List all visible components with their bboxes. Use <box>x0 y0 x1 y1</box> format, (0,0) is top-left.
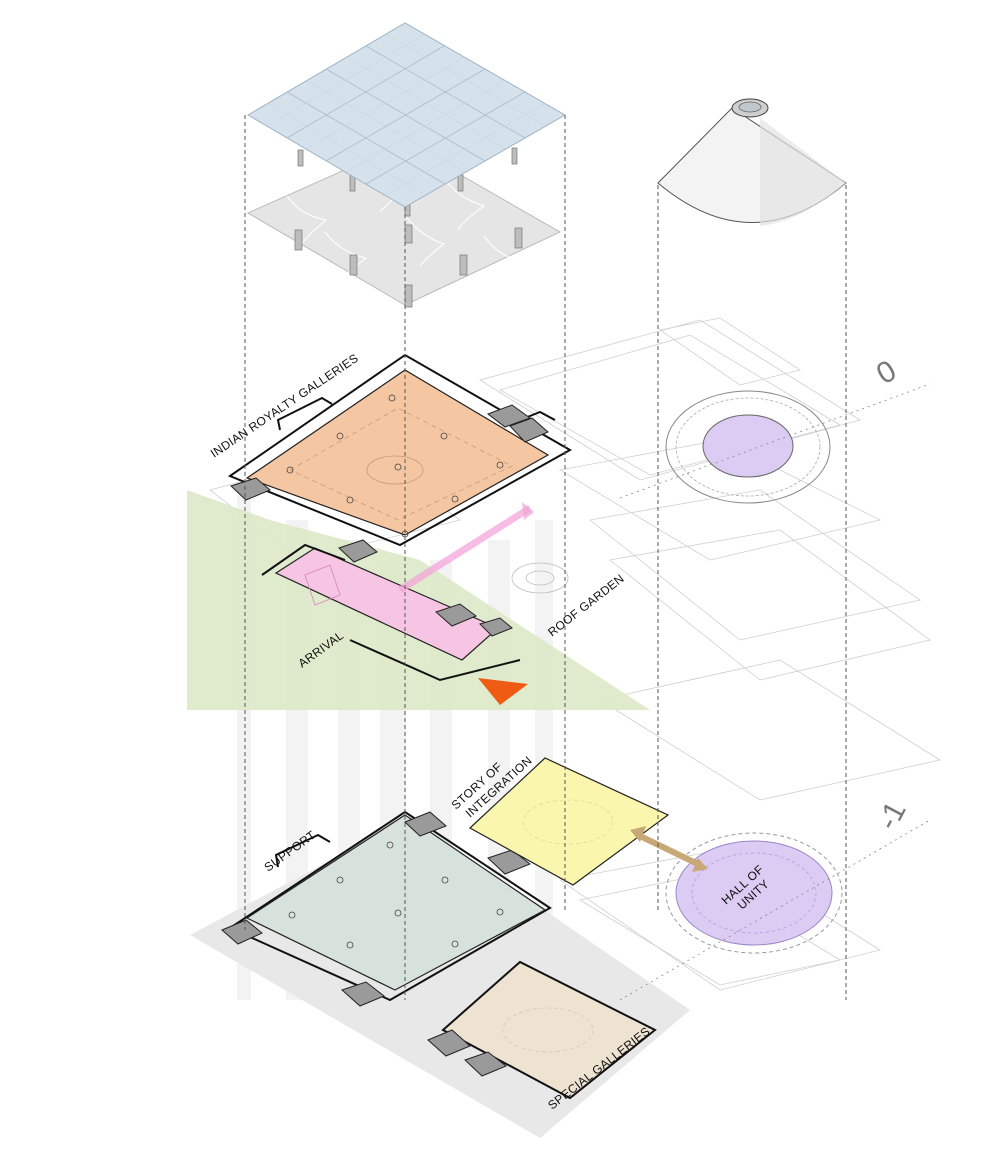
roof-canopy <box>246 22 567 308</box>
level-label-0: 0 <box>871 354 902 391</box>
alignment-lines <box>244 115 847 1000</box>
cone-roof <box>657 98 847 226</box>
hall-level0-core <box>702 414 794 478</box>
level-reference-lines <box>619 383 931 1001</box>
support-floor <box>245 814 547 991</box>
level-0-plan <box>227 353 831 705</box>
story-of-integration-floor <box>468 757 670 886</box>
label-roof-garden: ROOF GARDEN <box>545 571 627 639</box>
site-context-lines <box>209 317 942 991</box>
indian-royalty-gallery-floor <box>245 369 550 536</box>
special-galleries-floor <box>441 960 657 1100</box>
level-minus1-plan <box>221 757 843 1100</box>
hall-of-unity-floor <box>675 840 833 946</box>
level-label-minus1: -1 <box>871 796 913 835</box>
entry-arrow-icon <box>478 678 528 705</box>
